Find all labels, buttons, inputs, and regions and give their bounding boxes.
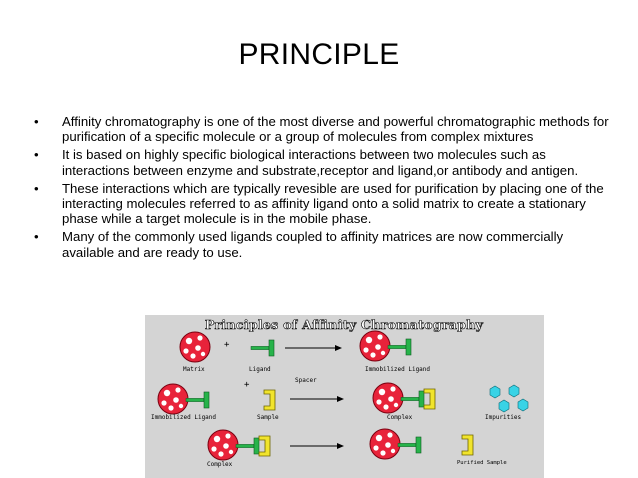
- ligand-shape: [235, 437, 260, 455]
- label-complex: Complex: [207, 461, 233, 468]
- matrix-bead: [359, 330, 391, 362]
- sample-molecule: [258, 435, 271, 457]
- bullet-item: • Affinity chromatography is one of the m…: [34, 114, 612, 145]
- ligand-shape: [400, 390, 425, 408]
- bullet-text: These interactions which are typically r…: [62, 180, 604, 227]
- label-complex: Complex: [387, 414, 413, 421]
- bullet-text: Many of the commonly used ligands couple…: [62, 229, 564, 260]
- bullet-text: Affinity chromatography is one of the mo…: [62, 114, 609, 145]
- label-impurities: Impurities: [485, 414, 522, 421]
- bullet-marker: •: [34, 147, 39, 163]
- diagram-title: Principles of Affinity Chromatography: [205, 317, 484, 332]
- diagram-svg: Principles of Affinity Chromatography + …: [151, 317, 529, 468]
- matrix-bead: [372, 382, 404, 414]
- bullet-item: • Many of the commonly used ligands coupl…: [34, 229, 612, 260]
- label-matrix: Matrix: [183, 366, 205, 373]
- matrix-bead: [369, 428, 401, 460]
- bullet-text: It is based on highly specific biologica…: [62, 147, 579, 178]
- label-purified-sample-text: Purified Sample: [457, 460, 507, 466]
- ligand-shape: [250, 339, 275, 357]
- ligand-shape: [185, 391, 210, 409]
- bullet-marker: •: [34, 114, 39, 129]
- purified-sample-molecule: [461, 434, 474, 456]
- arrow-head: [337, 443, 344, 449]
- label-ligand: Ligand: [249, 366, 271, 373]
- sample-molecule: [423, 388, 436, 410]
- label-purified-sample: Purified Sample: [457, 460, 507, 466]
- matrix-bead: [179, 331, 211, 363]
- sample-molecule: [263, 389, 276, 411]
- bullet-list: • Affinity chromatography is one of the m…: [34, 114, 612, 263]
- bullet-item: • These interactions which are typically …: [34, 181, 612, 227]
- matrix-bead: [207, 429, 239, 461]
- label-immobilized-ligand: Immobilized Ligand: [365, 366, 430, 373]
- bullet-marker: •: [34, 229, 39, 245]
- impurity-hexagon: [489, 385, 501, 399]
- impurity-hexagon: [508, 384, 520, 398]
- impurities-group: [489, 384, 529, 413]
- plus-sign: +: [224, 340, 230, 350]
- slide-title: PRINCIPLE: [238, 38, 400, 71]
- ligand-shape: [387, 338, 412, 356]
- affinity-chromatography-diagram: Principles of Affinity Chromatography + …: [145, 315, 544, 478]
- label-sample: Sample: [257, 414, 279, 421]
- matrix-bead: [157, 383, 189, 415]
- plus-sign: +: [244, 380, 250, 390]
- arrow-head: [337, 396, 344, 402]
- impurity-hexagon: [498, 399, 510, 413]
- label-immobilized-ligand: Immobilized Ligand: [151, 414, 216, 421]
- bullet-item: • It is based on highly specific biologic…: [34, 147, 612, 178]
- impurity-hexagon: [517, 398, 529, 412]
- bullet-marker: •: [34, 180, 39, 196]
- ligand-shape: [397, 436, 422, 454]
- arrow-head: [335, 345, 342, 351]
- label-spacer: Spacer: [295, 377, 317, 384]
